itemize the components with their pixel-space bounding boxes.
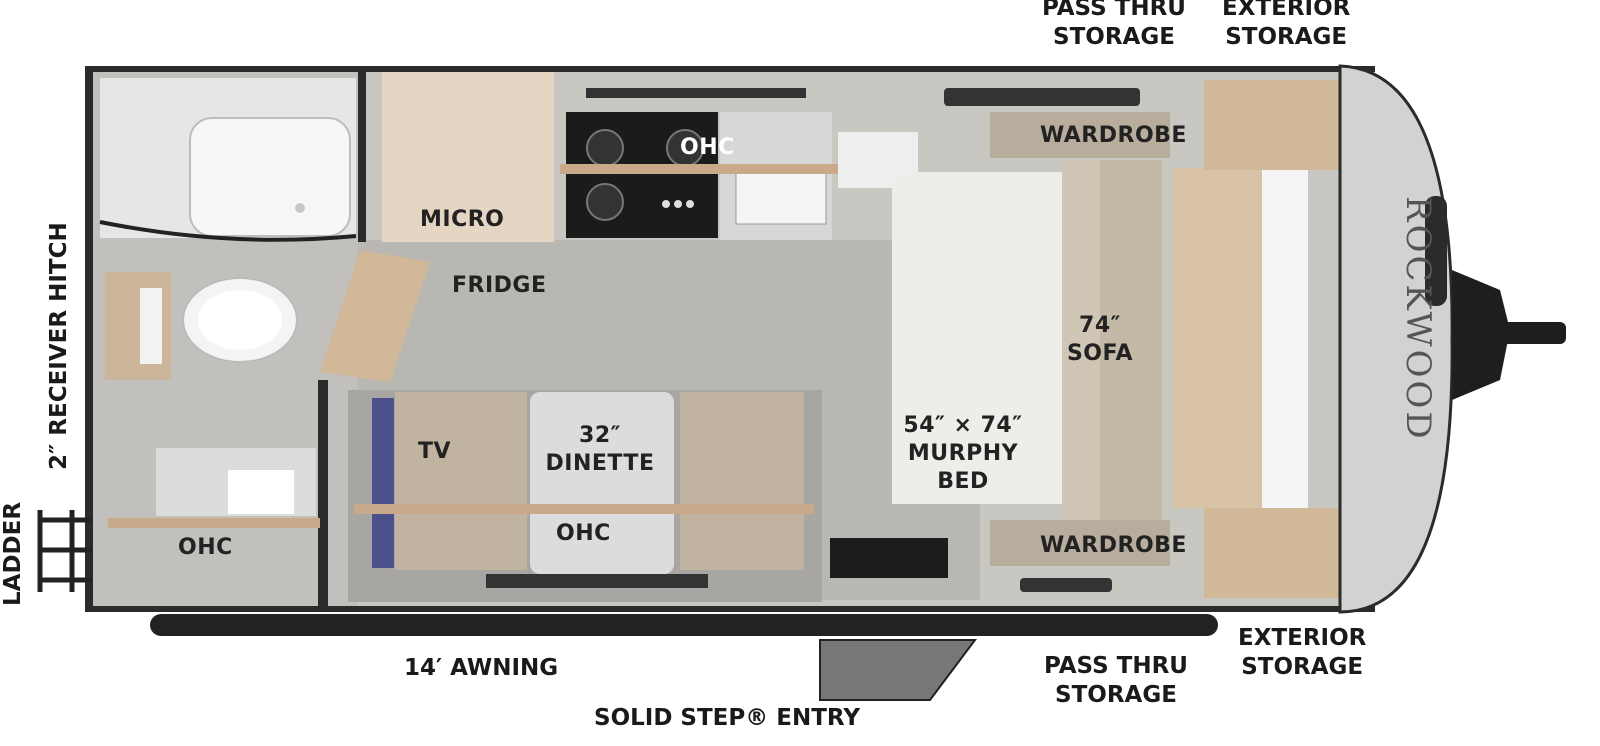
receiver-hitch-label: 2″ RECEIVER HITCH [46,222,72,470]
pass-thru-storage-bottom-label: PASS THRU STORAGE [1044,652,1188,710]
coupler [1500,322,1566,344]
dinette-ohc-label: OHC [556,521,611,546]
wardrobe-bottom-label: WARDROBE [1040,533,1187,558]
ladder [37,510,92,592]
exterior-storage-top-label: EXTERIOR STORAGE [1222,0,1350,52]
wardrobe-bottom-box [990,520,1170,566]
top-window [944,88,1140,106]
micro-label: MICRO [420,207,505,232]
pass-thru-storage-top-label: PASS THRU STORAGE [1042,0,1186,52]
kitchen-window [586,88,806,98]
kitchen-ohc-label: OHC [680,135,735,160]
pass-thru-bottom-line1: PASS THRU [1044,653,1188,679]
sofa-name: SOFA [1066,341,1134,366]
cooktop [566,112,718,238]
bath-sink [228,470,294,514]
sofa-size: 74″ [1079,313,1121,338]
murphy-bed [892,172,1064,504]
dinette-ohc-shelf [354,504,814,514]
entry-label: SOLID STEP® ENTRY [594,705,861,731]
exterior-top-line2: STORAGE [1225,24,1348,50]
entry-mat [830,538,948,578]
front-storage-bottom [1204,508,1344,598]
exterior-top-line1: EXTERIOR [1222,0,1351,21]
wardrobe-top-label: WARDROBE [1040,123,1187,148]
tub-drain [295,203,305,213]
awning-label: 14′ AWNING [404,655,559,681]
tv-label: TV [418,439,452,464]
murphy-bed-size: 54″ × 74″ [903,413,1023,438]
dinette-window [486,574,708,588]
murphy-bed-name-2: BED [937,469,989,494]
entry-step [819,639,977,701]
bathroom-wall-right [318,380,328,606]
kitchen-ohc-shelf [560,164,856,174]
front-bed [1262,168,1308,508]
bath-ohc-shelf [108,518,320,528]
murphy-bed-name: MURPHY [907,441,1019,466]
awning-bar [150,614,1218,636]
dinette-size: 32″ [579,423,621,448]
brand-logo: ROCKWOOD [1398,196,1438,442]
cabinet-micro [382,72,554,242]
exterior-storage-bottom-label: EXTERIOR STORAGE [1238,624,1366,682]
dinette-label: 32″ DINETTE [540,422,660,478]
front-storage-top [1204,80,1344,170]
pass-thru-top-line1: PASS THRU [1042,0,1186,21]
dinette-seat-left [395,392,527,570]
fridge-label: FRIDGE [452,273,547,298]
exterior-bottom-line2: STORAGE [1241,654,1364,680]
pass-thru-top-line2: STORAGE [1053,24,1175,50]
bathtub-basin [189,117,351,237]
pass-thru-bottom-line2: STORAGE [1055,682,1177,708]
ladder-label: LADDER [0,501,26,606]
bottom-window [1020,578,1112,592]
sofa-label: 74″ SOFA [1060,312,1140,368]
dinette-seat-right [680,392,804,570]
front-cabinets [1172,168,1272,508]
tv-panel [372,398,394,568]
kitchen-sink [735,167,827,225]
fridge [320,250,430,382]
shower-curtain [99,220,357,242]
exterior-bottom-line1: EXTERIOR [1238,625,1367,651]
murphy-bed-label: 54″ × 74″ MURPHY BED [898,412,1028,496]
bathroom-wall-top [358,72,366,242]
bath-ohc-label: OHC [178,535,233,560]
dinette-table [530,392,674,574]
dinette-name: DINETTE [545,451,655,476]
wardrobe-top-box [990,112,1170,158]
tongue [1452,270,1510,400]
